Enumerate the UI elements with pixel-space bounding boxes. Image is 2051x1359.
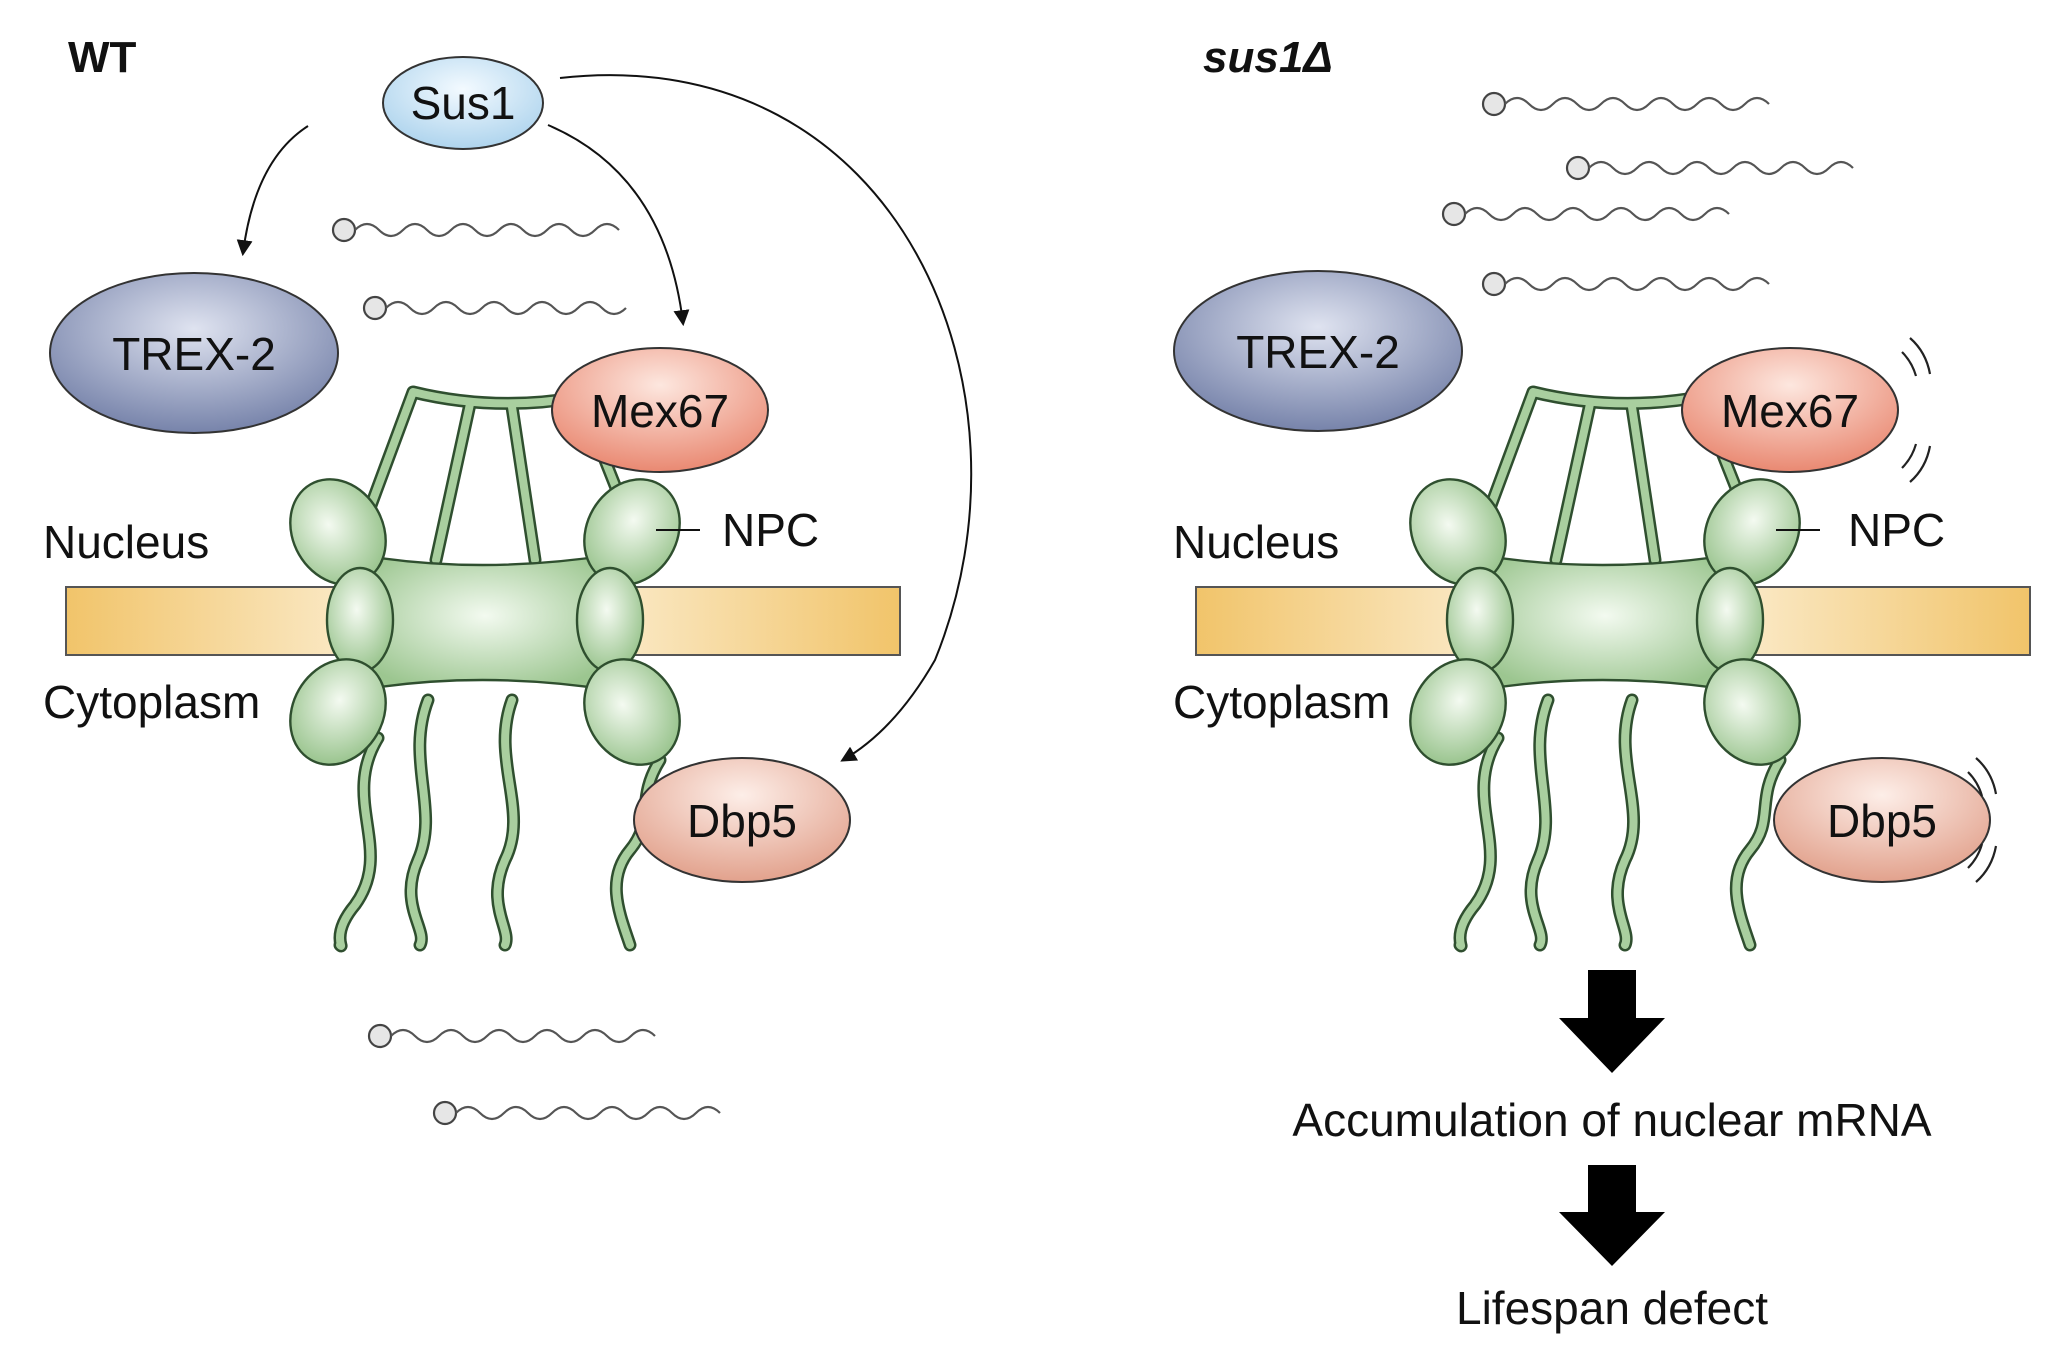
mutant-down-arrow-1: [1559, 970, 1665, 1073]
wt-arrow-sus1-to-mex67: [547, 124, 690, 327]
wt-mrna-molecules: [331, 217, 721, 1126]
wt-mex67-protein: [551, 347, 769, 473]
wt-cytoplasm-label: Cytoplasm: [43, 676, 260, 728]
mutant-outcome-accumulation: Accumulation of nuclear mRNA: [1292, 1094, 1931, 1146]
wt-trex2-protein: [49, 272, 339, 434]
wt-trex2-label: TREX-2: [112, 328, 276, 380]
mutant-panel: sus1Δ: [1173, 33, 2031, 1334]
mutant-down-arrow-2: [1559, 1165, 1665, 1266]
mutant-mex67-protein: [1681, 347, 1899, 473]
wt-dbp5-protein: [633, 757, 851, 883]
wt-nucleus-label: Nucleus: [43, 516, 209, 568]
mutant-outcome-lifespan: Lifespan defect: [1456, 1282, 1768, 1334]
mutant-npc-filaments: [1453, 693, 1787, 953]
mutant-trex2-label: TREX-2: [1236, 326, 1400, 378]
wt-arrow-sus1-to-dbp5: [559, 74, 973, 762]
wt-mex67-label: Mex67: [591, 385, 729, 437]
mutant-mex67-vibration-marks: [1901, 337, 1932, 483]
mutant-dbp5-label: Dbp5: [1827, 795, 1937, 847]
mutant-dbp5-vibration-marks: [1967, 757, 1998, 883]
mutant-nucleus-label: Nucleus: [1173, 516, 1339, 568]
wt-arrow-sus1-to-trex2: [236, 125, 309, 257]
mutant-trex2-protein: [1173, 270, 1463, 432]
mutant-cytoplasm-label: Cytoplasm: [1173, 676, 1390, 728]
wt-dbp5-label: Dbp5: [687, 795, 797, 847]
wt-npc-core: [358, 553, 612, 692]
mutant-npc-label: NPC: [1848, 504, 1945, 556]
wt-panel: WT: [43, 33, 973, 1126]
mutant-dbp5-protein: [1773, 757, 1991, 883]
wt-title: WT: [68, 33, 137, 82]
mutant-mrna-molecules: [1441, 91, 1854, 297]
mutant-npc-core: [1478, 553, 1732, 692]
wt-npc-label: NPC: [722, 504, 819, 556]
mutant-mex67-label: Mex67: [1721, 385, 1859, 437]
wt-npc-nups: [289, 478, 681, 766]
mutant-npc-nups: [1409, 478, 1801, 766]
mutant-title: sus1Δ: [1203, 33, 1333, 82]
wt-sus1-label: Sus1: [411, 77, 516, 129]
wt-sus1-protein: [382, 56, 544, 150]
